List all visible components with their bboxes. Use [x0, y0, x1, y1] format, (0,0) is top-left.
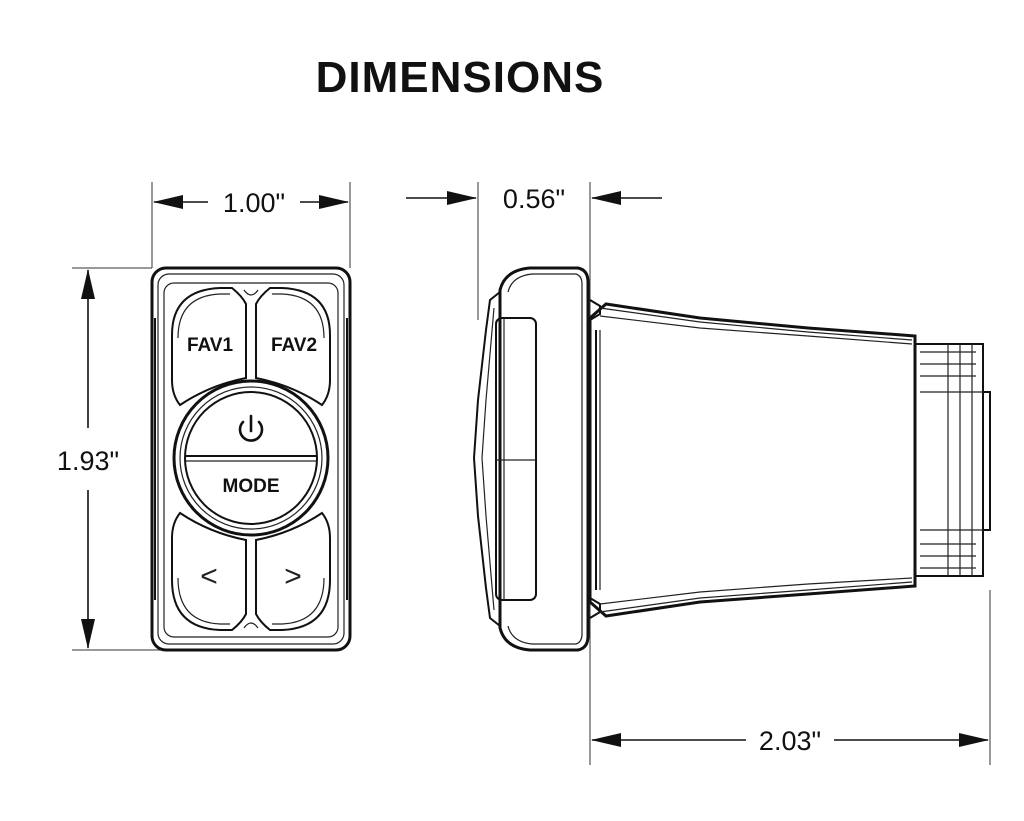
depth-label: 0.56" — [503, 184, 565, 214]
height-label: 1.93" — [57, 446, 119, 476]
next-arrow-label: > — [284, 560, 302, 593]
next-key: > — [255, 511, 331, 631]
side-view: 0.56" 2.03" — [406, 182, 991, 765]
rear-connector — [914, 343, 991, 577]
mode-knob: MODE — [172, 379, 330, 537]
fav1-key: FAV1 — [171, 287, 247, 407]
front-view: 1.00" 1.93" FAV1 FAV2 — [57, 182, 352, 652]
prev-arrow-label: < — [200, 560, 218, 593]
front-bezel — [150, 266, 352, 652]
side-bezel — [498, 266, 590, 652]
page-title: DIMENSIONS — [316, 53, 605, 102]
fav2-label: FAV2 — [271, 335, 317, 356]
width-dimension: 1.00" — [153, 188, 349, 218]
depth-dimension: 0.56" — [406, 184, 662, 214]
length-label: 2.03" — [759, 726, 821, 756]
housing-body — [588, 302, 917, 618]
fav2-key: FAV2 — [255, 287, 331, 407]
fav1-label: FAV1 — [187, 335, 234, 356]
length-dimension: 2.03" — [591, 726, 989, 756]
width-label: 1.00" — [223, 188, 285, 218]
power-icon — [238, 414, 264, 442]
height-dimension: 1.93" — [57, 269, 119, 649]
mode-label: MODE — [223, 476, 280, 497]
prev-key: < — [171, 511, 247, 631]
